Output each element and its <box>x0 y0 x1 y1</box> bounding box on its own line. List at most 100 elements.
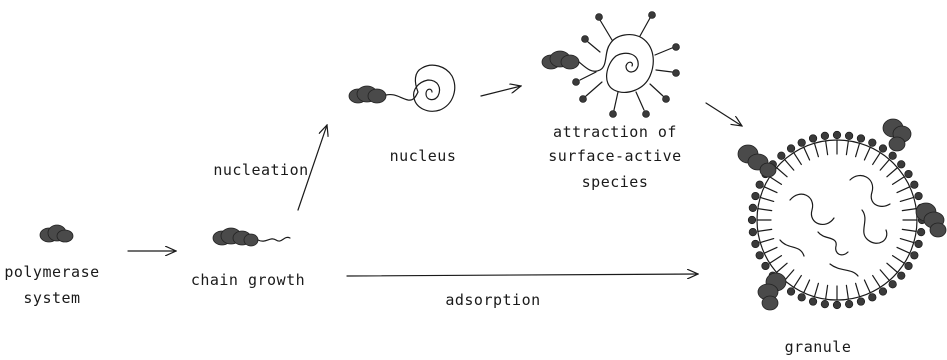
attraction-label-line2: surface-active <box>548 147 681 165</box>
surfactant-head <box>869 294 877 302</box>
attraction-label-line1: attraction of <box>553 123 677 141</box>
surfactant-tail <box>902 209 916 211</box>
surfactant-tail <box>826 285 828 299</box>
surfactant-tail <box>873 153 881 165</box>
surfactant-head <box>889 152 897 160</box>
surfactant-tail <box>794 276 802 288</box>
surfactant-tail <box>846 285 848 299</box>
surfactant-head <box>857 135 865 143</box>
surfactant-tail <box>758 209 772 211</box>
surfactant-tail <box>900 239 913 243</box>
surfactant-head <box>897 272 905 280</box>
arrow-to-granule <box>706 103 742 126</box>
granule <box>738 119 946 310</box>
chain-growth-enzyme <box>213 228 258 246</box>
arrow-to-attraction <box>481 86 521 96</box>
surfactant-head <box>889 280 897 288</box>
surfactant-head <box>833 301 841 309</box>
surfactant-tail <box>814 283 818 296</box>
surfactant-tail <box>770 177 782 185</box>
chain-growth-label: chain growth <box>191 271 305 289</box>
surfactant-tail <box>856 283 860 296</box>
surfactant-head <box>798 294 806 302</box>
short-polymer-chain <box>258 237 290 241</box>
surfactant-tail <box>880 160 889 171</box>
surfactant-head <box>821 132 829 140</box>
surfactant-head <box>752 192 760 200</box>
surfactant-head <box>879 145 887 153</box>
surfactant-head <box>787 288 795 296</box>
surfactant-head <box>917 228 925 236</box>
surfactant-head <box>749 204 757 212</box>
nucleus-coil <box>386 65 455 111</box>
nucleus-enzyme <box>349 86 386 103</box>
surfactant-head <box>787 145 795 153</box>
surfactant-head <box>905 170 913 178</box>
surfactant-head <box>879 288 887 296</box>
surfactant-head <box>869 139 877 147</box>
adsorption-label: adsorption <box>445 291 540 309</box>
surfactant-head <box>857 298 865 306</box>
surfactant-head <box>809 298 817 306</box>
surfactant-head <box>911 252 919 260</box>
surfactant-tail <box>846 141 848 155</box>
surfactant-head <box>905 262 913 270</box>
surfactant-head <box>809 135 817 143</box>
granule-enzyme-top-right <box>883 119 911 151</box>
surfactant-tail <box>900 197 913 201</box>
surfactant-tail <box>814 143 818 156</box>
surfactant-head <box>897 161 905 169</box>
surfactant-head <box>798 139 806 147</box>
surfactant-head <box>911 181 919 189</box>
surfactant-head <box>821 300 829 308</box>
surfactant-tail <box>897 247 910 253</box>
surfactant-head <box>752 240 760 248</box>
surfactant-tail <box>873 276 881 288</box>
surfactant-head <box>915 240 923 248</box>
surfactant-tail <box>804 280 810 293</box>
nucleation-label: nucleation <box>213 161 308 179</box>
surfactant-tail <box>856 143 860 156</box>
surfactant-head <box>749 228 757 236</box>
surfactant-head <box>762 262 770 270</box>
granule-enzyme-bottom-left <box>758 273 786 310</box>
system-label: system <box>23 289 80 307</box>
surfactant-tail <box>764 247 777 253</box>
surfactant-tail <box>804 147 810 160</box>
surfactant-head <box>845 300 853 308</box>
attraction-label-line3: species <box>582 173 649 191</box>
surfactant-tail <box>794 153 802 165</box>
surfactant-tail <box>864 280 870 293</box>
surfactant-head <box>756 252 764 260</box>
attraction-enzyme <box>542 51 579 69</box>
surfactant-tail <box>880 270 889 281</box>
surfactant-head <box>748 216 756 224</box>
surfactant-tail <box>893 256 905 264</box>
granule-label: granule <box>785 338 852 356</box>
surfactant-tail <box>887 168 898 177</box>
polymerase-label: polymerase <box>4 263 99 281</box>
surfactant-tail <box>826 141 828 155</box>
surfactant-tail <box>887 263 898 272</box>
surfactant-tail <box>777 263 788 272</box>
surfactant-tail <box>760 197 773 201</box>
surfactant-tail <box>893 177 905 185</box>
surfactant-head <box>845 132 853 140</box>
surfactant-tail <box>758 229 772 231</box>
polymerase-enzyme <box>40 225 73 242</box>
nucleus-label: nucleus <box>390 147 457 165</box>
surfactant-tail <box>864 147 870 160</box>
surfactant-tail <box>785 270 794 281</box>
surfactant-head <box>778 152 786 160</box>
surfactant-tail <box>897 187 910 193</box>
surfactant-tail <box>760 239 773 243</box>
surfactant-head <box>756 181 764 189</box>
granule-enzyme-left <box>738 145 776 177</box>
surfactant-tail <box>785 160 794 171</box>
adsorption-arrow <box>347 274 698 276</box>
surfactant-tail <box>777 168 788 177</box>
surfactant-tail <box>764 187 777 193</box>
surfactant-tail <box>902 229 916 231</box>
surfactant-head <box>915 192 923 200</box>
